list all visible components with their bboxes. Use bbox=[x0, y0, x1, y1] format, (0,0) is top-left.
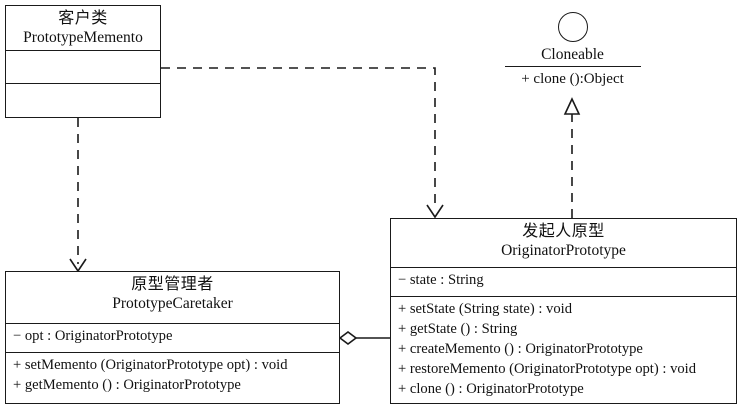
class-operations-originator: + setState (String state) : void + getSt… bbox=[391, 297, 736, 405]
divider bbox=[504, 66, 641, 68]
operation-row: + getState () : String bbox=[398, 320, 518, 337]
attribute-row: − state : String bbox=[398, 272, 484, 288]
class-name-cn: 原型管理者 bbox=[131, 276, 214, 293]
attribute-row: − opt : OriginatorPrototype bbox=[13, 328, 173, 344]
interface-cloneable: Cloneable + clone ():Object bbox=[495, 10, 650, 88]
operation-row: + getMemento () : OriginatorPrototype bbox=[13, 376, 241, 393]
operation-row: + setMemento (OriginatorPrototype opt) :… bbox=[13, 357, 288, 373]
edge-originator-to-cloneable bbox=[563, 97, 581, 218]
operation-row: + setState (String state) : void bbox=[398, 301, 573, 317]
class-attributes-caretaker: − opt : OriginatorPrototype bbox=[6, 324, 339, 353]
class-title-caretaker: 原型管理者 PrototypeCaretaker bbox=[6, 272, 339, 324]
circle-icon bbox=[557, 12, 588, 42]
class-title-originator: 发起人原型 OriginatorPrototype bbox=[391, 219, 736, 268]
interface-operation: + clone ():Object bbox=[521, 71, 624, 88]
edge-caretaker-aggregates-originator bbox=[338, 331, 390, 345]
class-name-cn: 发起人原型 bbox=[522, 223, 605, 240]
class-box-client[interactable]: 客户类 PrototypeMemento bbox=[5, 5, 161, 118]
class-name-en: OriginatorPrototype bbox=[501, 241, 626, 259]
class-box-originator[interactable]: 发起人原型 OriginatorPrototype − state : Stri… bbox=[390, 218, 737, 404]
edge-client-to-originator bbox=[161, 67, 444, 219]
class-title-client: 客户类 PrototypeMemento bbox=[6, 6, 160, 51]
interface-name: Cloneable bbox=[541, 46, 604, 63]
edge-client-to-caretaker bbox=[69, 118, 87, 273]
class-operations-caretaker: + setMemento (OriginatorPrototype opt) :… bbox=[6, 353, 339, 405]
class-attributes-originator: − state : String bbox=[391, 268, 736, 297]
class-name-en: PrototypeMemento bbox=[23, 28, 143, 46]
class-box-caretaker[interactable]: 原型管理者 PrototypeCaretaker − opt : Origina… bbox=[5, 271, 340, 404]
class-attributes-client bbox=[6, 51, 160, 84]
class-name-cn: 客户类 bbox=[58, 10, 108, 27]
class-operations-client bbox=[6, 84, 160, 117]
class-name-en: PrototypeCaretaker bbox=[112, 294, 233, 312]
operation-row: + clone () : OriginatorPrototype bbox=[398, 380, 584, 397]
operation-row: + createMemento () : OriginatorPrototype bbox=[398, 340, 643, 357]
operation-row: + restoreMemento (OriginatorPrototype op… bbox=[398, 360, 697, 377]
